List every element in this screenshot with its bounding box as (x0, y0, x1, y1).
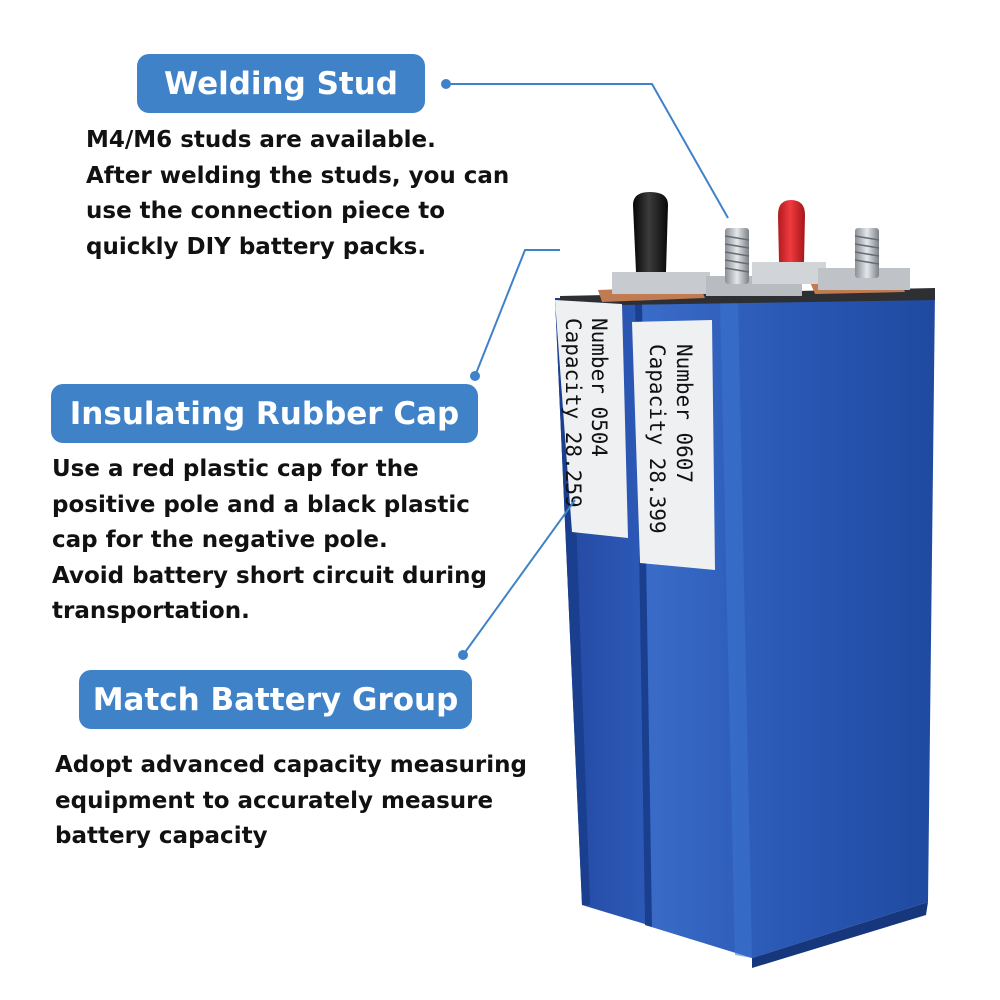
red-cap-icon (778, 200, 805, 262)
description-line: Use a red plastic cap for the (52, 456, 419, 482)
description-line: After welding the studs, you can (86, 162, 510, 189)
description-line: M4/M6 studs are available. (86, 127, 436, 153)
cell-label-2: Number 0607 Capacity 28.399 (632, 320, 715, 570)
description-line: cap for the negative pole. (52, 527, 388, 553)
black-cap-icon (633, 192, 668, 272)
description-line: Adopt advanced capacity measuring (55, 752, 527, 778)
callout-lines (446, 83, 729, 656)
welding-stud-title: Welding Stud (137, 54, 425, 113)
description-line: use the connection piece to (86, 198, 446, 224)
terminal-top (560, 262, 935, 306)
insulating-cap-description: Use a red plastic cap for the positive p… (52, 452, 487, 630)
match-group-description: Adopt advanced capacity measuring equipm… (55, 748, 527, 855)
description-line: Avoid battery short circuit during (52, 562, 487, 589)
description-line: transportation. (52, 598, 250, 624)
callout-dots (441, 79, 480, 660)
description-line: equipment to accurately measure (55, 787, 494, 814)
welding-stud-1 (724, 228, 750, 284)
match-group-title: Match Battery Group (79, 670, 472, 729)
cell-label-1-capacity: Capacity 28.259 (561, 318, 585, 508)
welding-stud-2 (854, 228, 880, 278)
welding-stud-description: M4/M6 studs are available. After welding… (86, 123, 509, 265)
insulating-cap-title: Insulating Rubber Cap (51, 384, 478, 443)
match-group-title-text: Match Battery Group (92, 681, 459, 718)
description-line: positive pole and a black plastic (52, 491, 470, 518)
insulating-cap-title-text: Insulating Rubber Cap (69, 395, 460, 432)
cell-label-2-number: Number 0607 (672, 344, 696, 483)
cell-label-2-capacity: Capacity 28.399 (645, 344, 669, 534)
cell-label-1-number: Number 0504 (587, 318, 611, 457)
cell-label-1: Number 0504 Capacity 28.259 (555, 300, 628, 538)
welding-stud-title-text: Welding Stud (163, 65, 398, 102)
description-line: battery capacity (55, 823, 268, 849)
description-line: quickly DIY battery packs. (86, 233, 427, 260)
